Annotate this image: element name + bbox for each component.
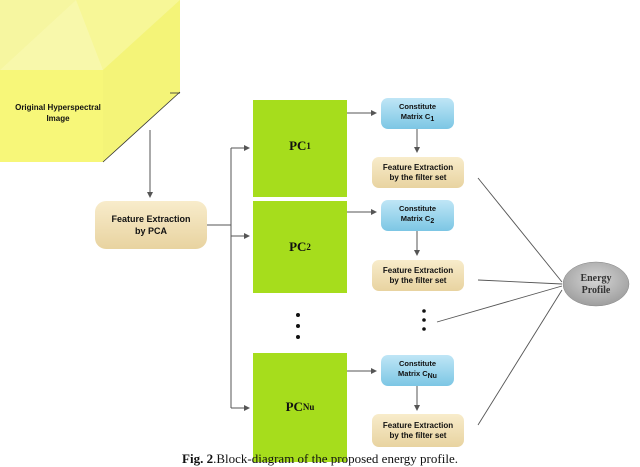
matrix-box-2 (381, 200, 454, 231)
filter-box-1 (372, 157, 464, 188)
pc-ellipsis (296, 313, 300, 339)
matrix-1-line2: Matrix C (400, 112, 431, 121)
energy-line2: Profile (581, 284, 611, 296)
filter-2-line2: by the filter set (389, 275, 447, 285)
filter-box-2 (372, 260, 464, 291)
matrix-1-subscript: 1 (430, 116, 435, 123)
matrix-box-1 (381, 98, 454, 129)
pca-split-connector (207, 145, 250, 411)
matrix-1-line1: Constitute (398, 102, 437, 111)
pcnu-block (253, 353, 347, 462)
input-image-line1: Original Hyperspectral (15, 103, 101, 112)
filter-1-line1: Feature Extraction (382, 162, 454, 172)
pc1-block (253, 100, 347, 197)
matrix-nu-subscript: Nu (427, 373, 437, 380)
pcnu-subscript: Nu (302, 402, 315, 412)
pc1-subscript: 1 (306, 141, 311, 151)
matrix-2-line1: Constitute (398, 204, 437, 213)
matrix-2-subscript: 2 (430, 218, 435, 225)
figure-caption: Fig. 2.Block-diagram of the proposed ene… (0, 451, 640, 467)
pc2-subscript: 2 (306, 242, 311, 252)
pcnu-text: PC (285, 399, 303, 414)
filter-nu-line2: by the filter set (389, 430, 447, 440)
energy-converge-lines (436, 177, 563, 426)
hyperspectral-cube (0, 0, 181, 163)
pc-to-matrix-arrows (347, 110, 377, 374)
figure-number: Fig. 2 (182, 451, 214, 466)
pc1-text: PC (289, 138, 307, 153)
filter-2-line1: Feature Extraction (382, 265, 454, 275)
energy-profile-node (562, 261, 630, 307)
pca-line1: Feature Extraction (111, 214, 191, 224)
matrix-2-line2: Matrix C (400, 214, 431, 223)
input-image-line2: Image (46, 114, 70, 123)
matrix-box-nu (381, 355, 454, 386)
energy-line1: Energy (580, 272, 612, 284)
pca-line2: by PCA (134, 226, 167, 236)
pc2-text: PC (289, 239, 307, 254)
matrix-nu-line1: Constitute (398, 359, 437, 368)
pc2-block (253, 201, 347, 293)
matrix-nu-line2: Matrix C (398, 369, 428, 378)
filter-1-line2: by the filter set (389, 172, 447, 182)
filter-box-nu (372, 414, 464, 447)
pca-box (95, 201, 207, 249)
filter-nu-line1: Feature Extraction (382, 420, 454, 430)
filter-ellipsis (422, 309, 426, 331)
caption-text: .Block-diagram of the proposed energy pr… (213, 451, 458, 466)
pca-label: Feature Extraction by PCA (95, 201, 207, 249)
